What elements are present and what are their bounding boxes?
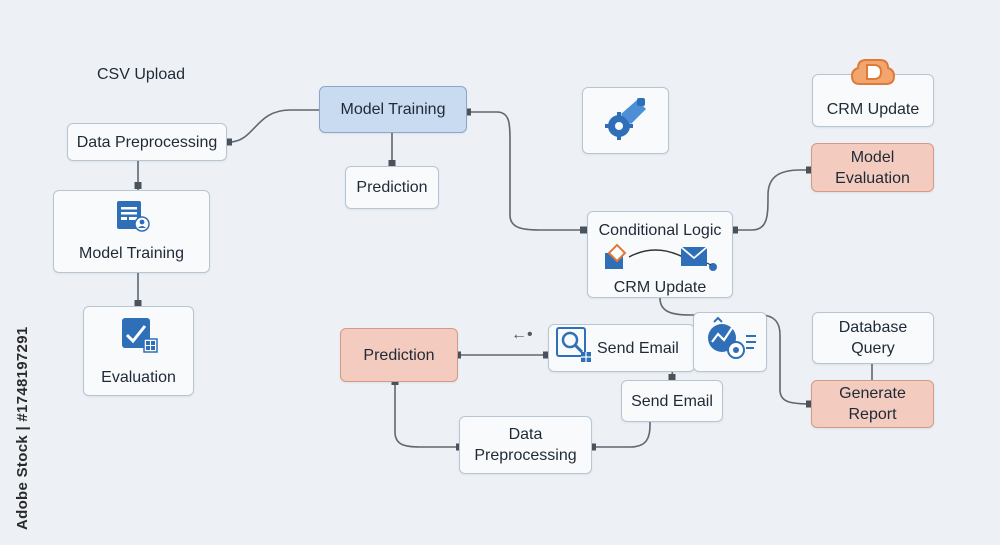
connector-training-to-conditional (467, 111, 587, 231)
node-database-query[interactable]: Database Query (812, 312, 934, 364)
node-title: Conditional Logic (598, 222, 722, 239)
node-label-line1: Generate (839, 385, 906, 402)
magnifier-icon (555, 326, 593, 370)
arrow-hint: ←• (511, 326, 533, 343)
node-label: Data Preprocessing (76, 133, 218, 151)
node-evaluation-left[interactable]: Evaluation (83, 306, 194, 396)
diamond-envelope-icon-group (595, 243, 725, 279)
connector-prediction-to-preproc (394, 382, 459, 448)
node-analytics-icon[interactable] (693, 312, 767, 372)
node-model-training-top[interactable]: Model Training (319, 86, 467, 133)
csv-upload-label: CSV Upload (97, 66, 186, 83)
node-send-email-mid[interactable]: Send Email (548, 324, 695, 372)
node-model-training-left[interactable]: Model Training (53, 190, 210, 273)
envelope-icon (680, 246, 708, 266)
document-icon (113, 199, 151, 239)
node-label: Evaluation (101, 368, 176, 386)
node-label: CRM Update (826, 101, 920, 118)
connector-conditional-to-report (659, 297, 813, 405)
connector-preproc-to-email (592, 422, 651, 448)
analytics-icon (700, 316, 760, 368)
node-label: Prediction (356, 179, 428, 196)
connector-preproc-to-training (228, 109, 319, 143)
node-send-email-lower[interactable]: Send Email (621, 380, 723, 422)
node-label-line2: Query (851, 340, 895, 357)
node-data-preprocessing-top[interactable]: Data Preprocessing (67, 123, 227, 161)
node-data-preprocessing-bottom[interactable]: Data Preprocessing (459, 416, 592, 474)
node-label-line2: Preprocessing (474, 447, 577, 464)
node-label: Model Training (79, 245, 184, 262)
cloud-d-icon (850, 56, 896, 97)
chart-check-icon (118, 315, 160, 361)
node-label-line1: Database (838, 319, 908, 336)
node-label-line2: Evaluation (835, 169, 910, 187)
node-subtitle: CRM Update (613, 279, 707, 296)
node-label-line1: Data (508, 426, 543, 443)
node-label-line1: Model (850, 148, 895, 166)
stock-watermark-caption: Adobe Stock | #1748197291 (14, 326, 31, 530)
connector-conditional-to-eval (733, 169, 812, 231)
node-integration-icon[interactable] (582, 87, 669, 154)
node-label: Send Email (597, 339, 679, 357)
puzzle-gear-icon (601, 94, 651, 148)
node-label-line2: Report (848, 406, 897, 423)
node-prediction-bottom[interactable]: Prediction (340, 328, 458, 382)
node-label: Prediction (363, 346, 435, 364)
diamond-icon (605, 243, 627, 269)
node-label: Send Email (631, 392, 713, 410)
node-label: Model Training (340, 101, 446, 118)
node-prediction-top[interactable]: Prediction (345, 166, 439, 209)
node-generate-report[interactable]: Generate Report (811, 380, 934, 428)
node-model-evaluation[interactable]: Model Evaluation (811, 143, 934, 192)
node-conditional-logic[interactable]: Conditional Logic CRM Update (587, 211, 733, 298)
